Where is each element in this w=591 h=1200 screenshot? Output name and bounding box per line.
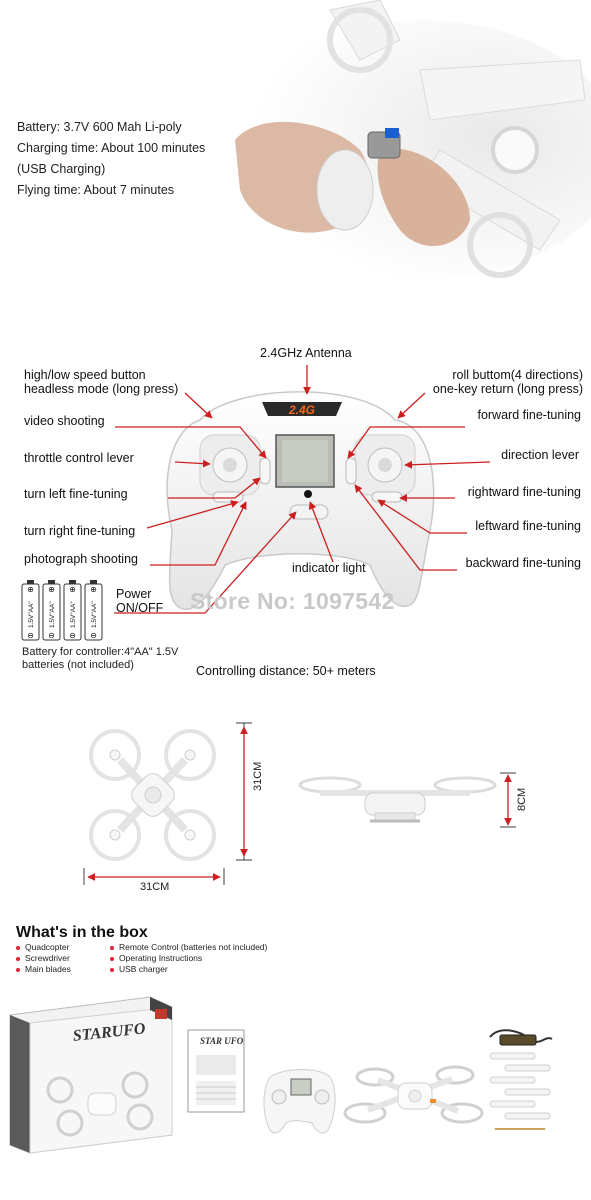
forward-tuning-label: forward fine-tuning — [477, 408, 581, 422]
svg-text:⊖: ⊖ — [27, 631, 34, 640]
drone-dimension-illustration — [83, 722, 516, 885]
battery-cell-label: 1.5V"AA" — [28, 601, 35, 628]
throttle-lever-label: throttle control lever — [24, 451, 134, 465]
power-state: ON/OFF — [116, 601, 164, 615]
one-key-return-label: one-key return (long press) — [432, 382, 583, 396]
package-contents-illustration — [9, 996, 553, 1154]
box-title: What's in the box — [16, 924, 148, 941]
box-item: USB charger — [110, 964, 168, 974]
height-dimension: 8CM — [516, 787, 528, 811]
controller-illustration: 2.4G — [21, 365, 491, 641]
direction-lever-label: direction lever — [501, 448, 579, 462]
store-watermark: Store No: 1097542 — [190, 588, 395, 614]
dimensions-section: 31CM 31CM 8CM — [0, 715, 591, 893]
headless-mode-label: headless mode (long press) — [24, 382, 179, 396]
roll-button-label: roll buttom(4 directions) — [452, 368, 583, 382]
length-dimension: 31CM — [252, 761, 264, 791]
box-item: Main blades — [16, 964, 71, 974]
width-dimension: 31CM — [140, 881, 170, 893]
svg-text:⊖: ⊖ — [48, 631, 55, 640]
svg-text:⊖: ⊖ — [90, 631, 97, 640]
speed-button-label: high/low speed button — [24, 368, 146, 382]
battery-spec: Battery: 3.7V 600 Mah Li-poly — [17, 120, 182, 134]
controlling-distance: Controlling distance: 50+ meters — [196, 664, 376, 678]
rightward-tuning-label: rightward fine-tuning — [467, 485, 581, 499]
turn-left-label: turn left fine-tuning — [24, 487, 128, 501]
power-title: Power — [116, 587, 152, 601]
battery-caption-line2: batteries (not included) — [22, 659, 134, 671]
box-item: Quadcopter — [16, 942, 69, 952]
package-contents: STARUFO STAR UFO — [0, 995, 591, 1195]
battery-caption: Battery for controller:4"AA" 1.5V batter… — [22, 646, 178, 672]
indicator-light-label: indicator light — [292, 561, 366, 575]
svg-text:⊖: ⊖ — [69, 631, 76, 640]
box-item: Operating Instructions — [110, 953, 202, 963]
power-label: Power ON/OFF — [116, 587, 163, 615]
backward-tuning-label: backward fine-tuning — [465, 556, 581, 570]
svg-text:⊕: ⊕ — [90, 585, 97, 594]
charging-photo: Battery: 3.7V 600 Mah Li-poly Charging t… — [0, 0, 591, 290]
svg-text:⊕: ⊕ — [48, 585, 55, 594]
battery-cell-label: 1.5V"AA" — [49, 601, 56, 628]
aa-batteries-icon: ⊕ ⊕ ⊕ ⊕ ⊖ ⊖ ⊖ ⊖ 1.5V"AA" 1.5V"AA" 1.5V"A… — [21, 580, 103, 641]
box-item: Screwdriver — [16, 953, 70, 963]
controller-logo-text: 2.4G — [288, 403, 315, 417]
turn-right-label: turn right fine-tuning — [24, 524, 136, 538]
drone-charging-illustration — [0, 0, 591, 290]
video-shooting-label: video shooting — [24, 414, 105, 428]
photograph-label: photograph shooting — [24, 552, 138, 566]
usb-charging-note: (USB Charging) — [17, 162, 106, 176]
charging-time-spec: Charging time: About 100 minutes — [17, 141, 206, 155]
controller-diagram: 2.4G — [0, 330, 591, 690]
svg-text:⊕: ⊕ — [27, 585, 34, 594]
battery-cell-label: 1.5V"AA" — [70, 601, 77, 628]
manual-brand-logo: STAR UFO — [200, 1036, 244, 1046]
flying-time-spec: Flying time: About 7 minutes — [17, 183, 175, 197]
leftward-tuning-label: leftward fine-tuning — [475, 519, 581, 533]
svg-text:⊕: ⊕ — [69, 585, 76, 594]
box-item: Remote Control (batteries not included) — [110, 942, 267, 952]
battery-cell-label: 1.5V"AA" — [91, 601, 98, 628]
battery-caption-line1: Battery for controller:4"AA" 1.5V — [22, 646, 179, 658]
antenna-label: 2.4GHz Antenna — [260, 346, 352, 360]
